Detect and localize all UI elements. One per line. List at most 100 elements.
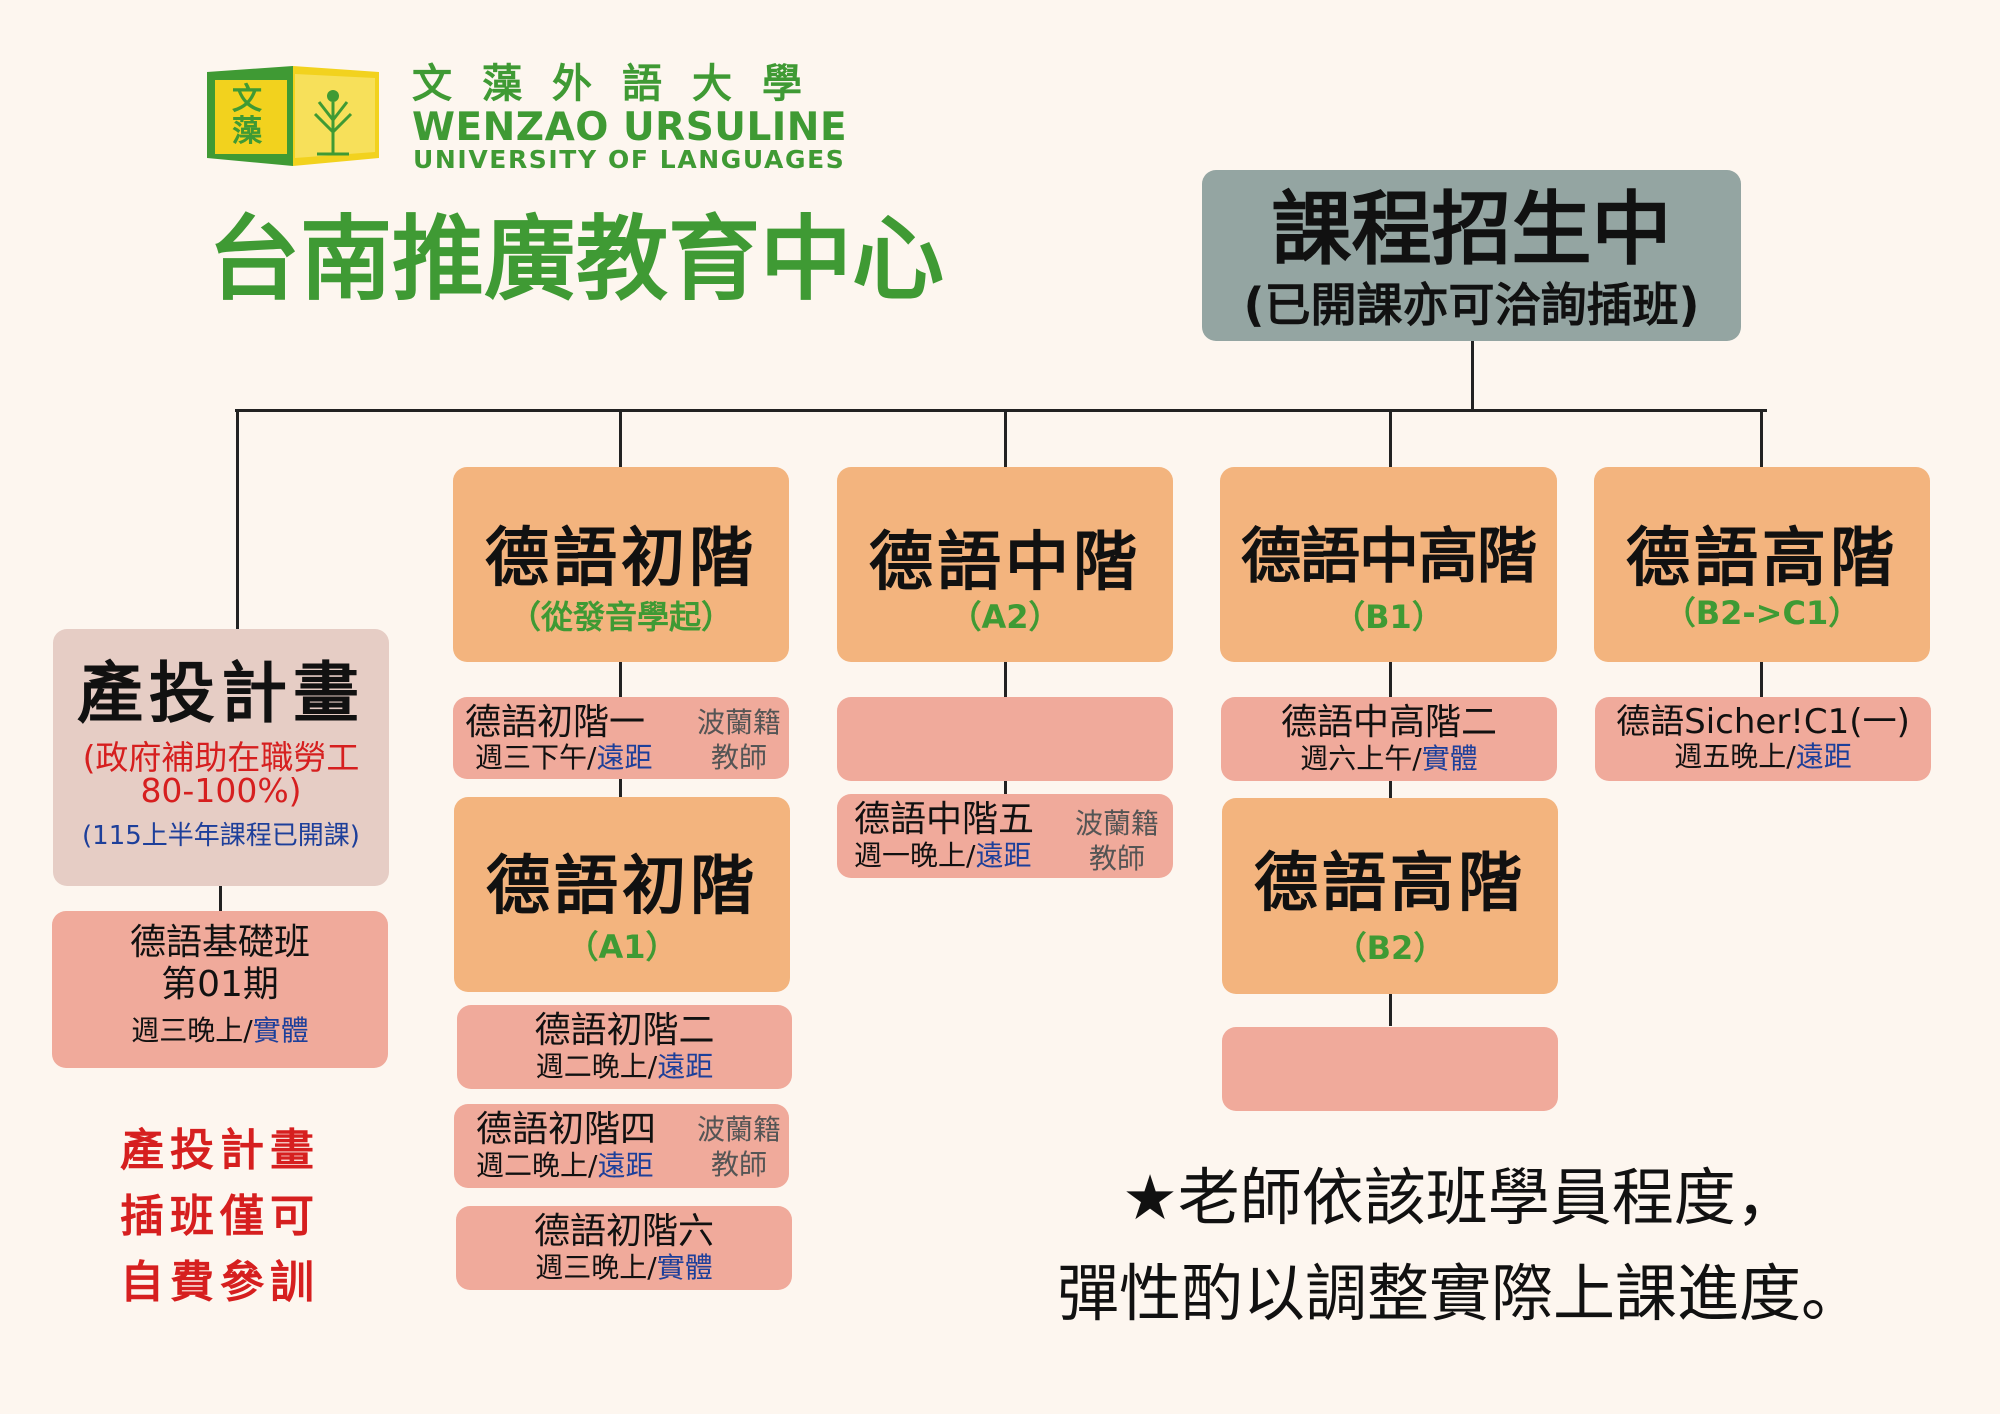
class-beg4-name: 德語初階四 <box>476 1109 657 1150</box>
level-beginner-title: 德語初階 <box>485 522 757 596</box>
logo-english-line2: UNIVERSITY OF LANGUAGES <box>413 145 846 174</box>
level-b2-sub: （B2） <box>1334 929 1446 967</box>
connector-upper-intermediate <box>1389 410 1392 468</box>
class-mid5: 德語中階五 週一晚上/遠距 波蘭籍 教師 <box>837 794 1173 878</box>
logo-chinese-name: 文藻外語大學 <box>412 61 832 107</box>
project-line3: (115上半年課程已開課) <box>82 821 360 851</box>
level-advanced: 德語高階 （B2->C1） <box>1594 467 1930 662</box>
class-uppmid2-time: 週六上午/ <box>1300 742 1422 775</box>
teacher-line1: 波蘭籍 <box>1074 807 1159 840</box>
class-intermediate-empty <box>837 697 1173 781</box>
class-beg4-teacher: 波蘭籍 教師 <box>691 1112 787 1182</box>
class-basic: 德語基礎班 第01期 週三晚上/實體 <box>52 911 388 1068</box>
class-beg1-time: 週三下午/ <box>475 741 597 774</box>
project-line1: (政府補助在職勞工 <box>82 738 360 777</box>
class-mid5-mode: 遠距 <box>975 839 1032 872</box>
connector-project-class <box>219 886 222 912</box>
class-beg1: 德語初階一 週三下午/遠距 波蘭籍 教師 <box>453 697 789 779</box>
class-beg1-name: 德語初階一 <box>465 702 646 743</box>
level-a1-title: 德語初階 <box>486 850 758 924</box>
class-beg2-name: 德語初階二 <box>534 1010 715 1051</box>
connector-upmid-2 <box>1389 778 1392 800</box>
center-title: 台南推廣教育中心 <box>208 206 945 313</box>
class-basic-mode: 實體 <box>252 1014 309 1047</box>
class-beg2: 德語初階二 週二晚上/遠距 <box>457 1005 792 1089</box>
level-a1: 德語初階 （A1） <box>454 797 790 992</box>
project-note-line3: 自費參訓 <box>120 1257 320 1308</box>
project-note-line1: 產投計畫 <box>120 1125 320 1176</box>
class-c1-time: 週五晚上/ <box>1674 740 1796 773</box>
class-mid5-time: 週一晚上/ <box>854 839 976 872</box>
connector-adv-1 <box>1760 662 1763 698</box>
class-b2-empty <box>1222 1027 1558 1111</box>
class-beg4-time: 週二晚上/ <box>476 1149 598 1182</box>
project-box: 產投計畫 (政府補助在職勞工 80-100%) (115上半年課程已開課) <box>53 629 389 886</box>
class-basic-time: 週三晚上/ <box>131 1014 253 1047</box>
level-a1-sub: （A1） <box>566 928 678 966</box>
teacher-line1: 波蘭籍 <box>696 706 781 739</box>
class-uppmid2-schedule: 週六上午/實體 <box>1221 745 1557 773</box>
connector-mid-1 <box>1004 662 1007 698</box>
class-mid5-schedule: 週一晚上/遠距 <box>854 842 1031 870</box>
teacher-note: ★老師依該班學員程度， 彈性酌以調整實際上課進度。 <box>1000 1150 1920 1342</box>
class-basic-schedule: 週三晚上/實體 <box>52 1017 388 1045</box>
book-logo-icon <box>207 66 379 166</box>
connector-beg-2 <box>619 778 622 798</box>
level-b2: 德語高階 （B2） <box>1222 798 1558 994</box>
class-beg2-time: 週二晚上/ <box>535 1050 658 1083</box>
connector-beginner <box>619 410 622 468</box>
class-beg6-schedule: 週三晚上/實體 <box>456 1254 792 1282</box>
connector-project <box>236 410 239 630</box>
connector-horizontal <box>235 409 1767 412</box>
level-intermediate: 德語中階 （A2） <box>837 467 1173 662</box>
connector-beg-1 <box>619 662 622 698</box>
level-upper-intermediate: 德語中高階 （B1） <box>1220 467 1557 662</box>
class-c1-schedule: 週五晚上/遠距 <box>1595 743 1931 771</box>
class-beg4-mode: 遠距 <box>597 1149 654 1182</box>
logo-badge-char-1: 文 <box>232 82 262 117</box>
class-beg1-schedule: 週三下午/遠距 <box>475 744 652 772</box>
class-uppmid2-mode: 實體 <box>1421 742 1478 775</box>
class-beg4-schedule: 週二晚上/遠距 <box>476 1152 653 1180</box>
class-beg4: 德語初階四 週二晚上/遠距 波蘭籍 教師 <box>454 1104 789 1188</box>
connector-mid-2 <box>1004 778 1007 794</box>
class-beg2-schedule: 週二晚上/遠距 <box>457 1053 792 1081</box>
class-c1: 德語Sicher!C1(一) 週五晚上/遠距 <box>1595 697 1931 781</box>
class-beg6-time: 週三晚上/ <box>535 1251 657 1284</box>
logo-english-line1: WENZAO URSULINE <box>412 105 848 150</box>
class-beg2-mode: 遠距 <box>657 1050 714 1083</box>
class-uppmid2: 德語中高階二 週六上午/實體 <box>1221 697 1557 781</box>
class-uppmid2-name: 德語中高階二 <box>1280 702 1497 743</box>
teacher-line2: 教師 <box>710 1148 767 1181</box>
teacher-note-line2: 彈性酌以調整實際上課進度。 <box>1056 1257 1863 1330</box>
class-basic-name1: 德語基礎班 <box>129 922 310 963</box>
root-subtitle: (已開課亦可洽詢插班) <box>1243 278 1700 332</box>
level-advanced-sub: （B2->C1） <box>1663 594 1861 632</box>
project-note: 產投計畫 插班僅可 自費參訓 <box>70 1118 370 1316</box>
level-intermediate-sub: （A2） <box>949 598 1061 636</box>
logo-badge-char-2: 藻 <box>232 114 262 149</box>
level-beginner-sub: （從發音學起） <box>508 598 733 636</box>
class-beg1-teacher: 波蘭籍 教師 <box>691 705 787 775</box>
class-basic-name2: 第01期 <box>161 964 279 1005</box>
root-box: 課程招生中 (已開課亦可洽詢插班) <box>1202 170 1741 341</box>
teacher-line1: 波蘭籍 <box>696 1113 781 1146</box>
level-upper-intermediate-title: 德語中高階 <box>1241 522 1537 592</box>
connector-upmid-1 <box>1389 662 1392 698</box>
teacher-line2: 教師 <box>1088 842 1145 875</box>
teacher-note-line1: ★老師依該班學員程度， <box>1122 1161 1798 1234</box>
level-advanced-title: 德語高階 <box>1626 522 1898 596</box>
class-beg6-mode: 實體 <box>656 1251 713 1284</box>
class-beg6: 德語初階六 週三晚上/實體 <box>456 1206 792 1290</box>
class-beg6-name: 德語初階六 <box>533 1211 714 1252</box>
project-line2: 80-100%) <box>140 771 302 810</box>
class-beg1-mode: 遠距 <box>596 741 653 774</box>
connector-root-down <box>1471 340 1474 410</box>
level-b2-title: 德語高階 <box>1254 847 1526 921</box>
level-beginner: 德語初階 （從發音學起） <box>453 467 789 662</box>
connector-advanced <box>1760 410 1763 468</box>
project-note-line2: 插班僅可 <box>120 1191 320 1242</box>
teacher-line2: 教師 <box>710 741 767 774</box>
class-c1-name: 德語Sicher!C1(一) <box>1616 702 1910 742</box>
project-title: 產投計畫 <box>77 655 365 732</box>
